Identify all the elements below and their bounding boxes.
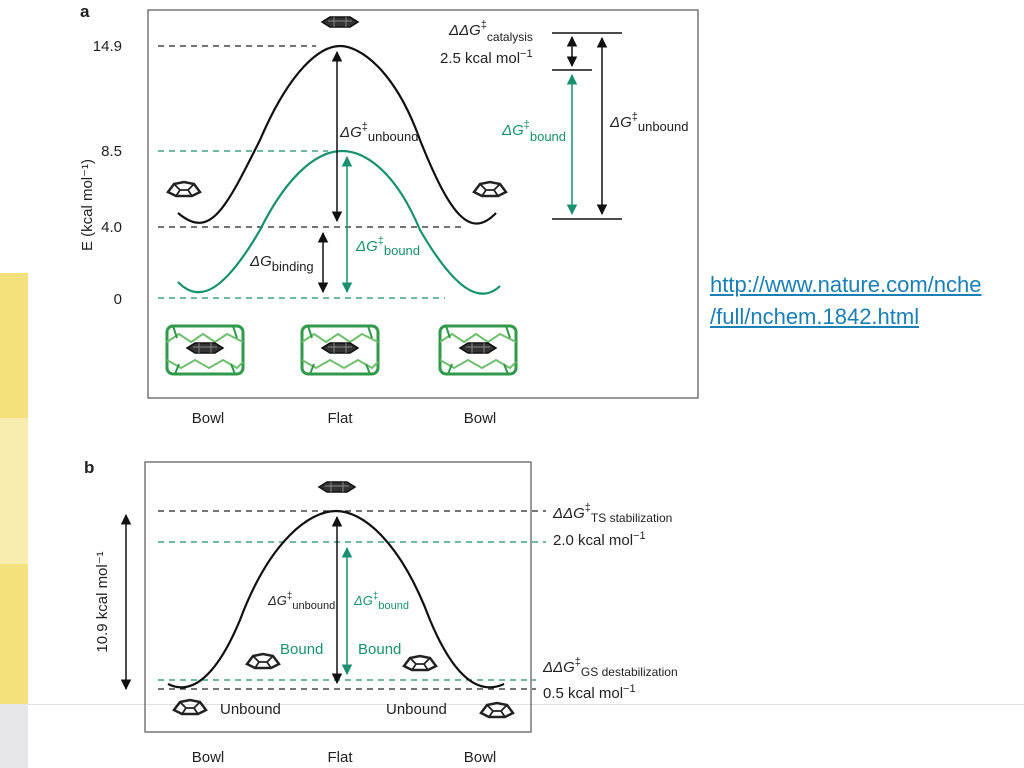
flat-molecule-icon [459,342,497,354]
bound-label: Bound [280,641,323,658]
bowl-molecule-icon [479,701,515,719]
x-label-bowl: Bowl [192,749,225,766]
strip-light-yellow [0,418,28,564]
dg-unbound-label-b: ΔG‡unbound [267,591,335,612]
source-link-line-2[interactable]: /full/nchem.1842.html [710,304,920,329]
dg-unbound-scale-label: ΔG‡unbound [609,111,688,134]
dg-unbound-label: ΔG‡unbound [339,121,418,144]
ddg-ts-label: ΔΔG‡TS stabilization [552,502,672,525]
x-label-bowl: Bowl [464,749,497,766]
strip-yellow-1 [0,273,28,418]
panel-a-frame [147,9,699,399]
bowl-molecule-icon [172,698,208,716]
tick-label: 0 [114,291,122,308]
source-link-line-1[interactable]: http://www.nature.com/nche [710,272,982,297]
ddg-catalysis-value: 2.5 kcal mol−1 [440,48,533,67]
bound-curve [177,149,501,295]
panel-a-yaxis-label: E (kcal mol⁻¹) [79,159,96,251]
tick-label: 4.0 [101,219,122,236]
x-label-flat: Flat [327,410,353,427]
panel-a-label: a [80,2,90,21]
x-label-bowl: Bowl [464,410,497,427]
x-label-flat: Flat [327,749,353,766]
tick-label: 8.5 [101,143,122,160]
unbound-label: Unbound [386,701,447,718]
flat-molecule-icon [321,342,359,354]
dg-binding-label: ΔGbinding [249,253,314,274]
flat-molecule-icon [186,342,224,354]
ddg-gs-value: 0.5 kcal mol−1 [543,683,636,702]
unbound-curve [177,44,497,225]
bowl-molecule-icon [472,180,508,198]
bound-label: Bound [358,641,401,658]
tick-label: 14.9 [93,38,122,55]
ddg-gs-label: ΔΔG‡GS destabilization [542,656,678,679]
unbound-label: Unbound [220,701,281,718]
flat-molecule-icon [321,16,359,28]
bowl-molecule-icon [402,654,438,672]
panel-b-curve [167,509,505,689]
strip-yellow-2 [0,564,28,704]
bottom-divider [28,704,1024,705]
dg-bound-label: ΔG‡bound [355,235,420,258]
ddg-ts-value: 2.0 kcal mol−1 [553,530,646,549]
dg-bound-scale-label: ΔG‡bound [501,119,566,144]
flat-molecule-icon [318,481,356,493]
panel-b-yaxis-label: 10.9 kcal mol⁻¹ [94,551,111,652]
ddg-catalysis-label: ΔΔG‡catalysis [448,19,533,44]
panel-b-frame [144,461,532,733]
panel-b-label: b [84,458,94,477]
dg-bound-label-b: ΔG‡bound [353,591,409,612]
strip-gray [0,704,28,768]
bowl-molecule-icon [245,652,281,670]
x-label-bowl: Bowl [192,410,225,427]
bowl-molecule-icon [166,180,202,198]
